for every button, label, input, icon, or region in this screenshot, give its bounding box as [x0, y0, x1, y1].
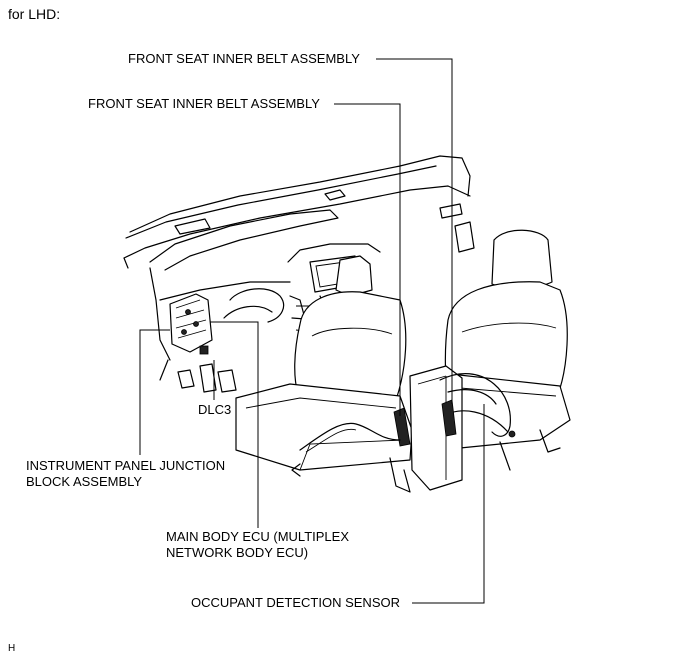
label-front-seat-inner-belt-lower: FRONT SEAT INNER BELT ASSEMBLY — [88, 96, 320, 111]
label-main-body-ecu-line2: NETWORK BODY ECU) — [166, 545, 309, 560]
junction-block-drawing — [169, 293, 213, 355]
label-junction-block-line2: BLOCK ASSEMBLY — [26, 474, 143, 489]
label-occupant-detection-sensor: OCCUPANT DETECTION SENSOR — [191, 595, 400, 610]
label-junction-block-line1: INSTRUMENT PANEL JUNCTION — [26, 458, 226, 473]
label-dlc3: DLC3 — [198, 402, 232, 417]
label-main-body-ecu-line1: MAIN BODY ECU (MULTIPLEX — [166, 529, 349, 544]
passenger-seat-drawing — [409, 229, 571, 491]
leader-lines — [139, 58, 485, 604]
corner-mark: H — [8, 643, 16, 654]
diagram-heading: for LHD: — [8, 6, 61, 22]
label-front-seat-inner-belt-upper: FRONT SEAT INNER BELT ASSEMBLY — [128, 51, 360, 66]
driver-seat-drawing — [235, 255, 413, 493]
